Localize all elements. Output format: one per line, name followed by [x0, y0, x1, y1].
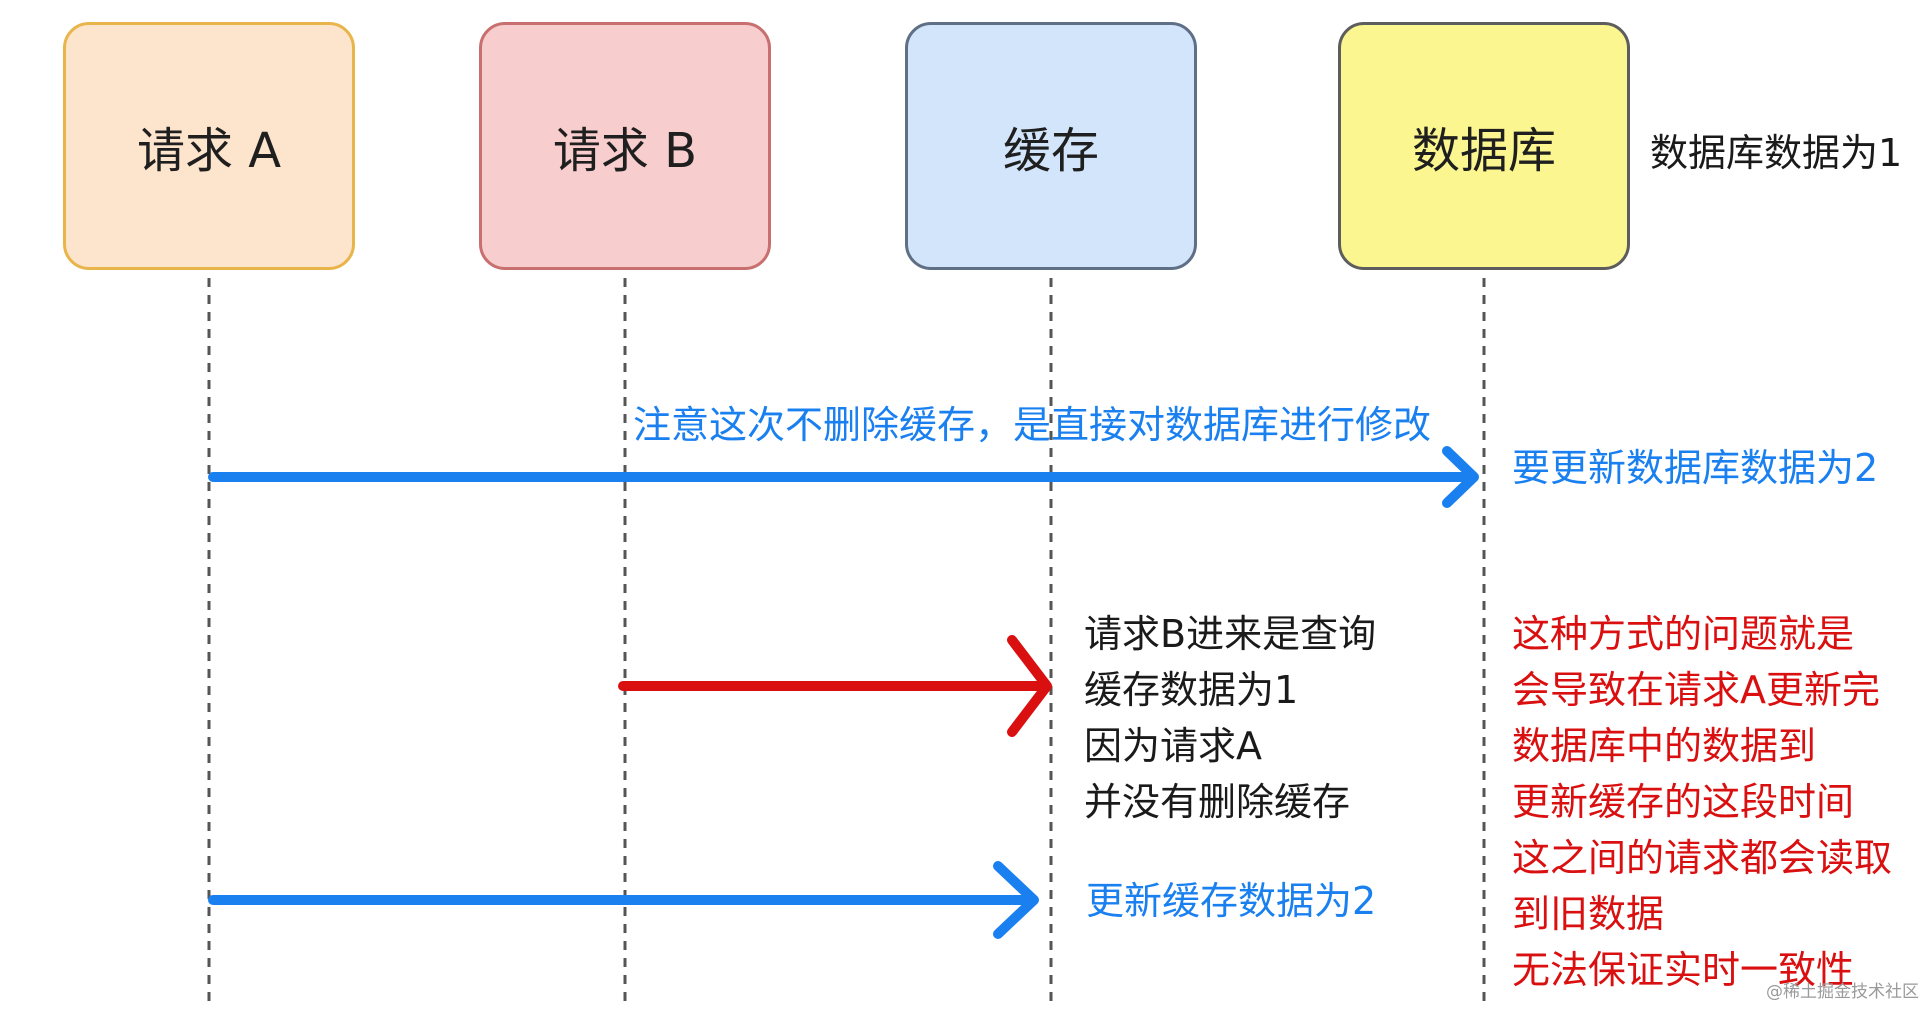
request-b-note-line: 缓存数据为1: [1084, 668, 1299, 712]
database-initial-note: 数据库数据为1: [1650, 131, 1903, 175]
watermark: @稀土掘金技术社区: [1766, 982, 1919, 1002]
arrow-request-a-to-database: [208, 446, 1479, 508]
request-b-note-line: 并没有删除缓存: [1084, 780, 1351, 824]
arrow-request-a-to-cache: [208, 861, 1039, 939]
problem-note-line: 更新缓存的这段时间: [1512, 780, 1855, 824]
problem-note-line: 这种方式的问题就是: [1512, 612, 1855, 656]
actor-database-label: 数据库: [1411, 123, 1556, 179]
request-b-note: 请求B进来是查询 缓存数据为1 因为请求A 并没有删除缓存: [1084, 606, 1376, 830]
problem-note-line: 无法保证实时一致性: [1512, 948, 1855, 992]
update-cache-note: 更新缓存数据为2: [1086, 879, 1377, 923]
request-b-note-line: 因为请求A: [1084, 724, 1262, 768]
actor-request-b: 请求 B: [479, 22, 771, 270]
actor-cache-label: 缓存: [1002, 123, 1099, 179]
problem-note-line: 数据库中的数据到: [1512, 724, 1817, 768]
update-database-target-note: 要更新数据库数据为2: [1512, 446, 1879, 490]
problem-note-line: 到旧数据: [1512, 892, 1665, 936]
problem-note-line: 会导致在请求A更新完: [1512, 668, 1880, 712]
request-b-note-line: 请求B进来是查询: [1084, 612, 1377, 656]
arrow-request-b-to-cache: [618, 635, 1052, 737]
update-database-note: 注意这次不删除缓存，是直接对数据库进行修改: [633, 403, 1432, 447]
actor-request-a-label: 请求 A: [136, 123, 282, 179]
actor-database: 数据库: [1338, 22, 1630, 270]
actor-request-a: 请求 A: [63, 22, 355, 270]
actor-cache: 缓存: [905, 22, 1197, 270]
problem-note: 这种方式的问题就是 会导致在请求A更新完 数据库中的数据到 更新缓存的这段时间 …: [1512, 606, 1892, 998]
problem-note-line: 这之间的请求都会读取: [1512, 836, 1893, 880]
actor-request-b-label: 请求 B: [552, 123, 698, 179]
